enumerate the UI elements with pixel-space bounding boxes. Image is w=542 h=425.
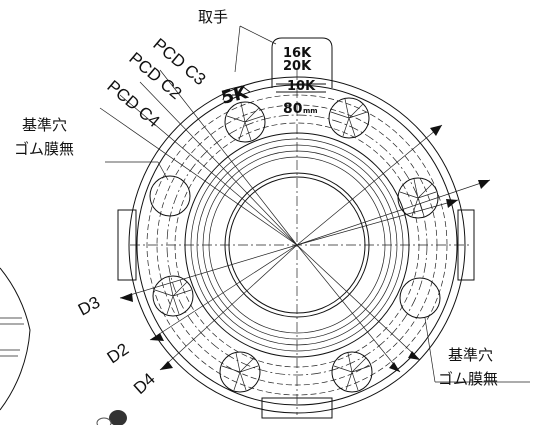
tag-10k: 10K — [287, 79, 316, 94]
label-ref-hole-right: 基準穴 — [448, 346, 493, 364]
ref-hole-left — [149, 175, 191, 217]
label-d3: D3 — [75, 293, 103, 320]
bolt-hole — [328, 97, 370, 139]
dimension-lines — [99, 69, 491, 373]
centerlines — [130, 70, 470, 415]
label-d2: D2 — [104, 339, 133, 367]
label-no-rubber-left: ゴム膜無 — [14, 140, 74, 158]
side-lugs — [117, 209, 475, 419]
bolt-hole — [219, 351, 261, 393]
tag-16k: 16K — [283, 46, 312, 61]
label-ref-hole-left: 基準穴 — [22, 116, 67, 134]
tag-20k: 20K — [283, 59, 312, 74]
bolt-hole — [152, 275, 194, 317]
ref-hole-right — [399, 277, 441, 319]
bolt-holes — [149, 97, 441, 393]
label-d4: D4 — [130, 369, 159, 398]
bolt-hole — [224, 101, 266, 143]
label-handle: 取手 — [198, 8, 228, 26]
leaders — [105, 25, 530, 383]
dark-blob — [96, 410, 127, 425]
handle-tab — [222, 37, 333, 101]
arrowheads — [120, 125, 490, 372]
label-no-rubber-right: ゴム膜無 — [438, 370, 498, 388]
bolt-hole — [331, 351, 373, 393]
bolt-hole — [397, 177, 439, 219]
tag-5k: 5K — [219, 82, 251, 109]
tag-size-unit: mm — [303, 107, 318, 115]
tag-size: 80 — [283, 101, 303, 117]
left-partial-flange — [0, 267, 31, 411]
